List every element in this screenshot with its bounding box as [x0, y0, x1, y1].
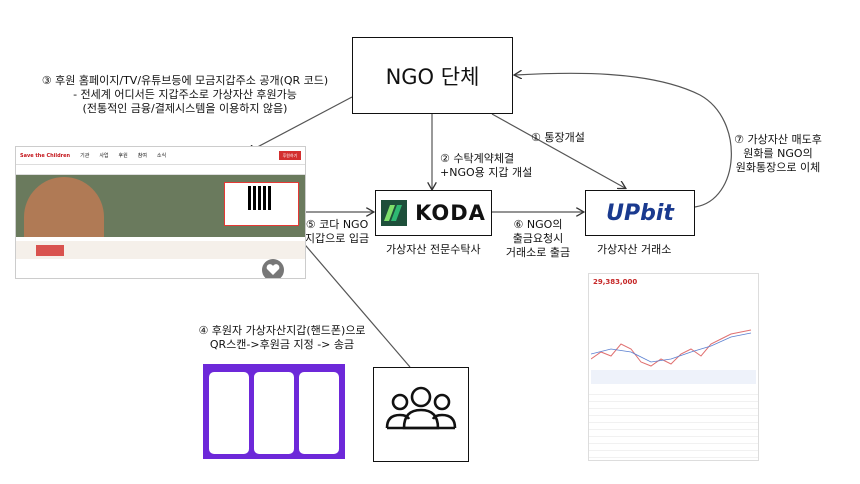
exchange-screenshot: 29,383,000: [588, 273, 759, 461]
koda-logo-icon: [381, 200, 408, 226]
step7-line2: 원화를 NGO의: [743, 147, 813, 160]
koda-logo-text: KODA: [415, 201, 486, 225]
step4-line1: ④ 후원자 가상자산지갑(핸드폰)으로: [198, 324, 366, 337]
site-bottom-bar: [16, 241, 305, 259]
site-brand: Save the Children: [20, 152, 71, 159]
phone-screen-2: [254, 372, 294, 454]
upbit-node: UPbit: [585, 190, 695, 236]
step5-line1: ⑤ 코다 NGO: [305, 218, 369, 231]
site-nav-item: 소식: [156, 153, 167, 159]
donor-node: [373, 367, 469, 462]
arrow-upbit-to-ngo: [515, 73, 732, 208]
qr-highlight-box: [224, 182, 299, 226]
qr-code-icon: [248, 186, 272, 210]
step5-line2: 지갑으로 입금: [304, 232, 370, 245]
ngo-label: NGO 단체: [385, 64, 480, 89]
exchange-orderbook: [589, 388, 758, 460]
phone-screen-3: [299, 372, 339, 454]
site-nav-item: 후원: [118, 153, 128, 159]
donation-website-thumbnail: Save the Children 기관 사업 후원 참여 소식 후원하기: [15, 146, 306, 279]
site-nav-item: 기관: [80, 153, 90, 159]
people-icon: [385, 384, 457, 446]
site-nav-item: 사업: [99, 153, 109, 159]
mobile-wallet-screenshots: [203, 364, 345, 459]
step2-line1: ② 수탁계약체결: [440, 152, 515, 165]
site-donate-label: 후원하기: [282, 153, 298, 158]
step5-caption: ⑤ 코다 NGO 지갑으로 입금: [304, 218, 370, 246]
step7-caption: ⑦ 가상자산 매도후 원화를 NGO의 원화통장으로 이체: [722, 133, 834, 175]
exchange-candle-chart: [591, 329, 756, 384]
phone-screen-1: [209, 372, 249, 454]
upbit-logo-text: UPbit: [606, 200, 674, 226]
step6-line3: 거래소로 출금: [505, 246, 571, 259]
upbit-caption: 가상자산 거래소: [597, 243, 672, 256]
step7-line1: ⑦ 가상자산 매도후: [734, 133, 822, 146]
step6-line1: ⑥ NGO의: [513, 218, 563, 231]
arrow-ngo-to-site: [248, 96, 353, 152]
site-red-button: [36, 245, 64, 256]
koda-caption: 가상자산 전문수탁사: [386, 243, 481, 256]
heart-icon: [262, 259, 284, 278]
koda-node: KODA: [375, 190, 492, 236]
site-hero-person: [24, 177, 104, 237]
step4-caption: ④ 후원자 가상자산지갑(핸드폰)으로 QR스캔->후원금 지정 -> 송금: [196, 324, 368, 352]
step6-line2: 출금요청시: [512, 232, 564, 245]
step2-line2: +NGO용 지갑 개설: [440, 166, 533, 179]
step1-caption: ① 통장개설: [531, 131, 585, 144]
arrow-ngo-to-upbit: [491, 113, 625, 188]
step3-line1: ③ 후원 홈페이지/TV/유튜브등에 모금지갑주소 공개(QR 코드): [41, 74, 329, 87]
ngo-node: NGO 단체: [352, 37, 513, 114]
step3-line2: - 전세계 어디서든 지갑주소로 가상자산 후원가능: [73, 88, 297, 101]
step6-caption: ⑥ NGO의 출금요청시 거래소로 출금: [496, 218, 580, 260]
step2-caption: ② 수탁계약체결 +NGO용 지갑 개설: [440, 152, 532, 180]
site-donate-button: 후원하기: [279, 151, 301, 160]
site-nav: Save the Children 기관 사업 후원 참여 소식: [16, 147, 305, 165]
site-nav-item: 참여: [137, 153, 147, 159]
step3-caption: ③ 후원 홈페이지/TV/유튜브등에 모금지갑주소 공개(QR 코드) - 전세…: [30, 74, 340, 116]
site-tabs: [16, 165, 305, 175]
step4-line2: QR스캔->후원금 지정 -> 송금: [209, 338, 355, 351]
step7-line3: 원화통장으로 이체: [735, 161, 821, 174]
step3-line3: (전통적인 금융/결제시스템을 이용하지 않음): [82, 102, 288, 115]
exchange-price: 29,383,000: [593, 278, 638, 286]
